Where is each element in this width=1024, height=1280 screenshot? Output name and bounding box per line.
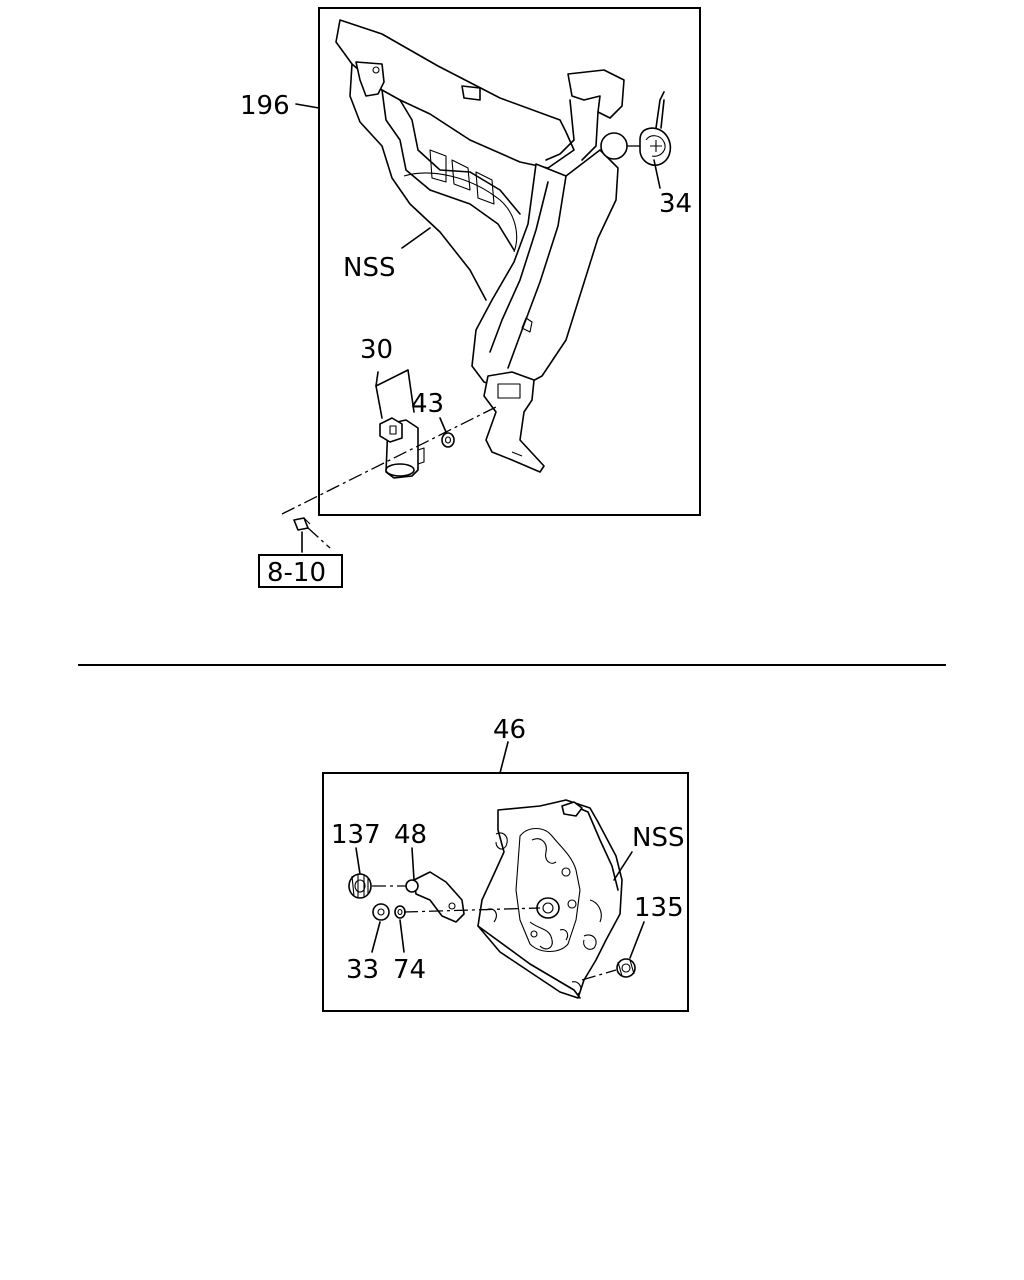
callout-137: 137: [331, 820, 381, 850]
callout-33: 33: [346, 955, 379, 985]
upper-view-frame: [318, 7, 701, 516]
callout-196: 196: [240, 91, 290, 121]
callout-74: 74: [393, 955, 426, 985]
callout-30: 30: [360, 335, 393, 365]
callout-48: 48: [394, 820, 427, 850]
callout-nss-lower: NSS: [632, 823, 684, 853]
washer-74-part: [394, 905, 406, 919]
stop-light-switch-part: [379, 417, 425, 479]
pedal-bracket-drawing: [335, 19, 628, 473]
lower-view-frame: [322, 772, 689, 1012]
callout-nss-upper: NSS: [343, 253, 395, 283]
leader-46: [499, 741, 509, 774]
lower-view: 46: [322, 715, 689, 1012]
callout-34: 34: [659, 189, 692, 219]
callout-135: 135: [634, 893, 684, 923]
reference-box: [258, 554, 343, 588]
return-spring-part: [627, 91, 672, 166]
reference-label: 8-10: [267, 558, 326, 588]
connector-part: [293, 517, 311, 531]
bracket-plate-drawing: [477, 799, 623, 999]
washer-part: [441, 432, 455, 448]
callout-43: 43: [411, 389, 444, 419]
upper-view: 196 34 NSS 30 43 8-10: [240, 7, 701, 588]
bushing-135-part: [616, 958, 636, 978]
lever-part: [405, 871, 465, 923]
nut-137-part: [348, 873, 372, 899]
nut-33-part: [372, 903, 390, 921]
callout-46: 46: [493, 715, 526, 745]
